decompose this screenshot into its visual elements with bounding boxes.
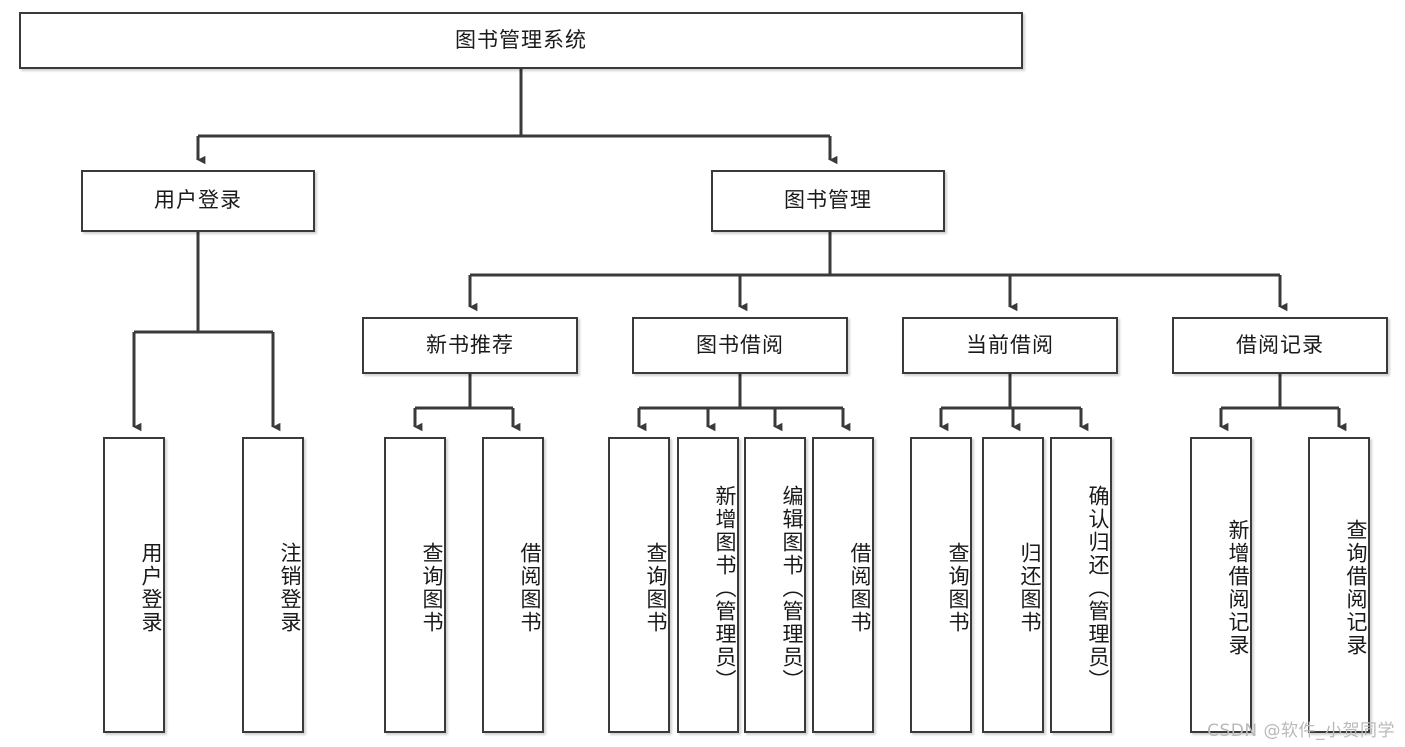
node-leaf-edit-book-admin[interactable]: 编辑图书（管理员） [744, 437, 806, 733]
node-label: 确认归还（管理员） [1086, 484, 1110, 692]
node-label: 借阅记录 [1236, 332, 1324, 357]
node-label: 编辑图书（管理员） [780, 484, 804, 692]
node-leaf-user-login[interactable]: 用户登录 [103, 437, 165, 733]
node-leaf-query-borrow-record[interactable]: 查询借阅记录 [1308, 437, 1370, 733]
node-label: 归还图书 [1018, 542, 1042, 634]
node-label: 当前借阅 [966, 332, 1054, 357]
node-level1-book-management[interactable]: 图书管理 [711, 170, 945, 232]
node-leaf-add-borrow-record[interactable]: 新增借阅记录 [1190, 437, 1252, 733]
node-label: 注销登录 [278, 542, 302, 634]
node-label: 新增借阅记录 [1226, 519, 1250, 657]
node-leaf-logout[interactable]: 注销登录 [242, 437, 304, 733]
node-root[interactable]: 图书管理系统 [19, 12, 1023, 69]
node-leaf-query-books-borrow[interactable]: 查询图书 [608, 437, 670, 733]
node-level2-current-borrow[interactable]: 当前借阅 [902, 317, 1118, 374]
node-label: 图书借阅 [696, 332, 784, 357]
node-label: 查询图书 [420, 542, 444, 634]
node-label: 查询借阅记录 [1344, 519, 1368, 657]
node-label: 借阅图书 [518, 542, 542, 634]
node-leaf-return-book[interactable]: 归还图书 [982, 437, 1044, 733]
node-leaf-confirm-return-admin[interactable]: 确认归还（管理员） [1050, 437, 1112, 733]
node-leaf-add-book-admin[interactable]: 新增图书（管理员） [677, 437, 739, 733]
node-leaf-query-books-recommend[interactable]: 查询图书 [384, 437, 446, 733]
node-leaf-borrow-book[interactable]: 借阅图书 [812, 437, 874, 733]
node-label: 新增图书（管理员） [713, 484, 737, 692]
node-leaf-query-books-current[interactable]: 查询图书 [910, 437, 972, 733]
node-label: 借阅图书 [848, 542, 872, 634]
watermark: CSDN @软件_小贺同学 [1207, 721, 1395, 741]
node-label: 查询图书 [644, 542, 668, 634]
node-label: 图书管理 [784, 188, 872, 213]
node-level2-book-borrow[interactable]: 图书借阅 [632, 317, 848, 374]
node-level2-borrow-records[interactable]: 借阅记录 [1172, 317, 1388, 374]
node-level2-new-book-recommend[interactable]: 新书推荐 [362, 317, 578, 374]
node-label: 查询图书 [946, 542, 970, 634]
node-label: 用户登录 [139, 542, 163, 634]
node-label: 用户登录 [154, 188, 242, 213]
node-label: 新书推荐 [426, 332, 514, 357]
node-level1-user-login[interactable]: 用户登录 [81, 170, 315, 232]
node-label: 图书管理系统 [455, 27, 587, 52]
node-leaf-borrow-books-recommend[interactable]: 借阅图书 [482, 437, 544, 733]
